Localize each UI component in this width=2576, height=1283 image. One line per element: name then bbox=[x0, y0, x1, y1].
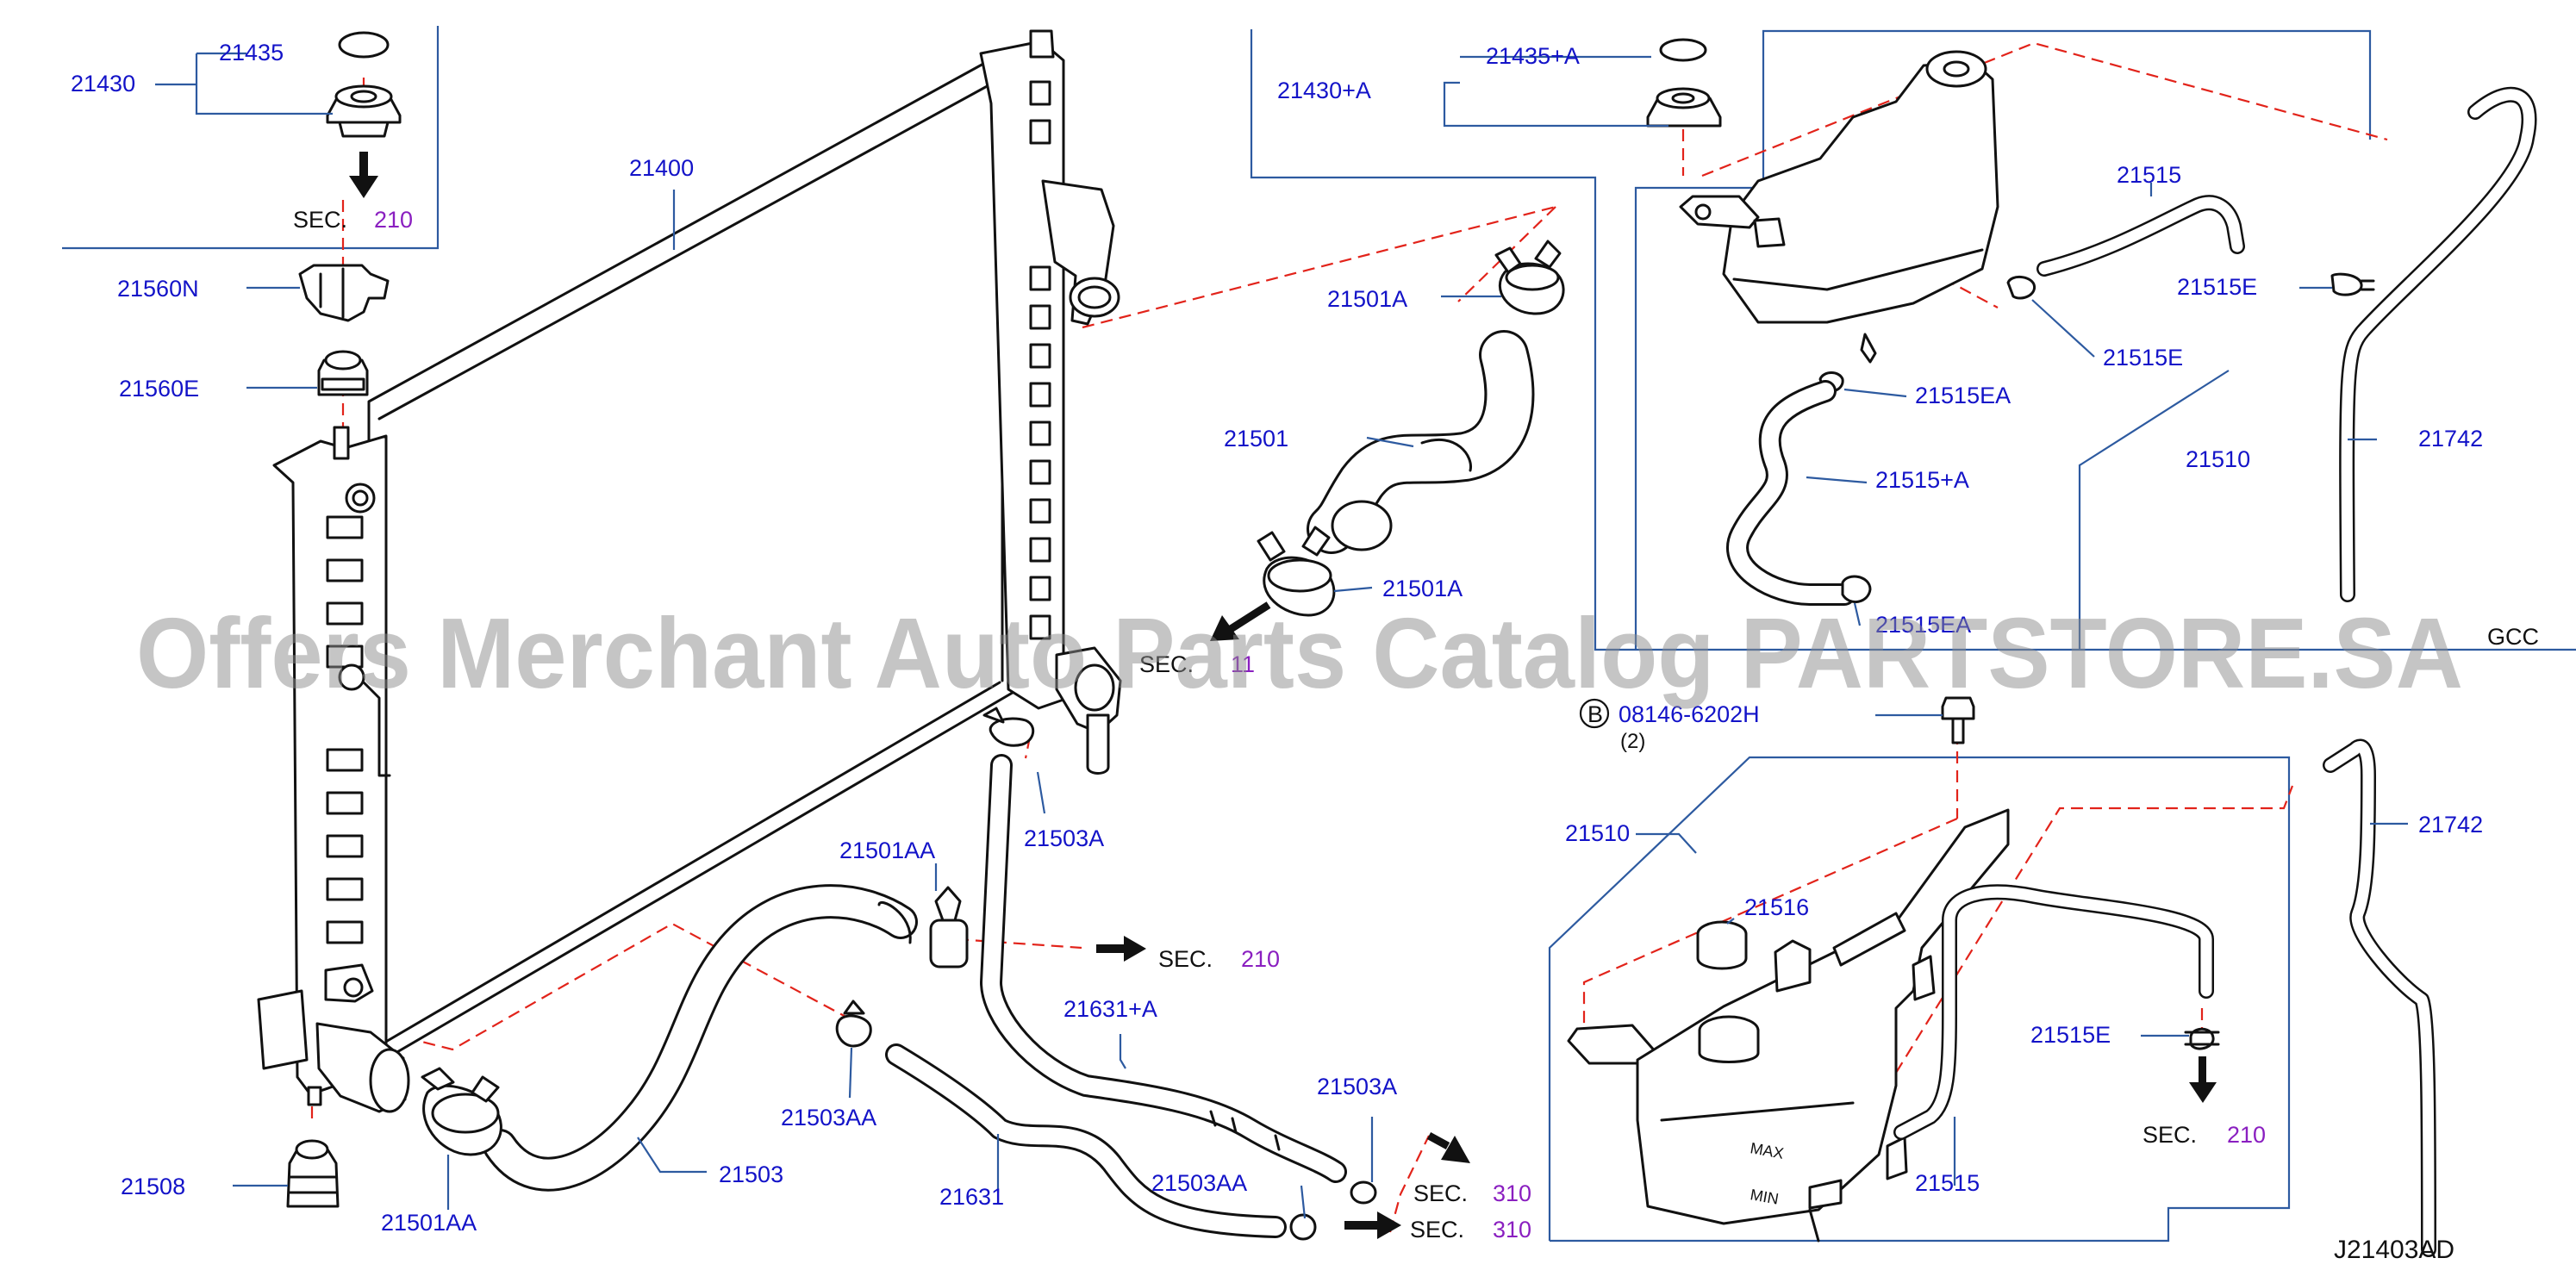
label-21435[interactable]: 21435 bbox=[219, 40, 284, 65]
bolt-marker-circle bbox=[1579, 698, 1610, 729]
hose-clamp-21503aa-bottom[interactable] bbox=[1289, 1213, 1317, 1241]
label-21510-bottom[interactable]: 21510 bbox=[1565, 820, 1630, 846]
sec-word-310-b: SEC. bbox=[1410, 1217, 1464, 1243]
watermark-text: Offers Merchant Auto Parts Catalog PARTS… bbox=[136, 597, 2463, 709]
hose-21515-top[interactable] bbox=[2036, 195, 2245, 277]
radiator[interactable] bbox=[257, 29, 1122, 1113]
hose-21631a[interactable] bbox=[980, 754, 1347, 1183]
sec-num-310-b[interactable]: 310 bbox=[1493, 1217, 1531, 1243]
hose-clamp-21501aa-lower[interactable] bbox=[421, 1067, 502, 1156]
upper-hose[interactable] bbox=[1307, 330, 1535, 554]
grommet-21508[interactable] bbox=[286, 1139, 340, 1208]
reservoir-tank-bottom[interactable] bbox=[1567, 808, 2010, 1243]
label-21400[interactable]: 21400 bbox=[629, 155, 694, 181]
hose-21515a[interactable] bbox=[1726, 380, 1856, 606]
label-21501a-top[interactable]: 21501A bbox=[1327, 286, 1407, 312]
label-21503aa-bottom[interactable]: 21503AA bbox=[1151, 1170, 1247, 1196]
label-21515a[interactable]: 21515+A bbox=[1875, 467, 1969, 493]
hose-clip-21515e-bottom[interactable] bbox=[2184, 1027, 2220, 1050]
label-21503aa-mid[interactable]: 21503AA bbox=[781, 1105, 876, 1130]
reservoir-cap-21516[interactable] bbox=[1696, 920, 1748, 970]
arrow-down-icon-bottom bbox=[2189, 1056, 2217, 1103]
label-21516[interactable]: 21516 bbox=[1744, 894, 1809, 920]
sec-num-210-a[interactable]: 210 bbox=[374, 207, 413, 233]
sec-word-210-b: SEC. bbox=[1158, 946, 1213, 972]
label-21430[interactable]: 21430 bbox=[71, 71, 135, 97]
label-gcc: GCC bbox=[2487, 624, 2539, 650]
hose-clamp-21503a-top[interactable] bbox=[982, 707, 1035, 747]
grommet-21560e[interactable] bbox=[317, 350, 369, 396]
leader-lines bbox=[155, 52, 2408, 1219]
hose-clamp-21503a-bottom[interactable] bbox=[1350, 1180, 1377, 1205]
label-21430a[interactable]: 21430+A bbox=[1277, 78, 1371, 103]
label-21742-bottom[interactable]: 21742 bbox=[2418, 812, 2483, 838]
hose-clamp-21501aa-upper[interactable] bbox=[929, 886, 969, 968]
label-21631a[interactable]: 21631+A bbox=[1063, 996, 1157, 1022]
label-21515-top[interactable]: 21515 bbox=[2117, 162, 2181, 188]
arrow-right-icon-310 bbox=[1344, 1211, 1401, 1239]
hose-21742-bottom[interactable] bbox=[2323, 738, 2436, 1257]
sec-word-210-a: SEC. bbox=[293, 207, 347, 233]
label-bolt-code[interactable]: 08146-6202H bbox=[1619, 701, 1760, 727]
arrow-right-down-icon-310 bbox=[1426, 1132, 1470, 1163]
label-21435a[interactable]: 21435+A bbox=[1486, 43, 1580, 69]
reservoir-tank-top[interactable] bbox=[1679, 50, 1999, 364]
label-21560n[interactable]: 21560N bbox=[117, 276, 199, 302]
sec-word-210-c: SEC. bbox=[2143, 1122, 2197, 1148]
label-21515e-bottom[interactable]: 21515E bbox=[2030, 1022, 2111, 1048]
hose-clip-21515ea-bottom[interactable] bbox=[1841, 575, 1872, 603]
label-21501aa-upper[interactable]: 21501AA bbox=[839, 838, 935, 863]
hose-21631[interactable] bbox=[885, 1043, 1287, 1238]
radiator-cap[interactable] bbox=[326, 31, 402, 138]
label-21501aa-lower[interactable]: 21501AA bbox=[381, 1210, 477, 1236]
part-labels: 21430 21435 SEC. 210 21560N 21560E 21400… bbox=[71, 40, 2539, 1264]
reservoir-cap-top[interactable] bbox=[1646, 38, 1722, 128]
sec-word-11: SEC. bbox=[1139, 651, 1194, 677]
label-21501[interactable]: 21501 bbox=[1224, 426, 1288, 452]
hose-clamp-21501a-bottom[interactable] bbox=[1257, 526, 1336, 617]
hose-clip-21515e-top[interactable] bbox=[2330, 272, 2375, 296]
label-21503[interactable]: 21503 bbox=[719, 1162, 783, 1187]
hose-clamp-21503aa-mid[interactable] bbox=[835, 1000, 872, 1048]
label-21515e-mid[interactable]: 21515E bbox=[2103, 345, 2183, 371]
sec-num-310-a[interactable]: 310 bbox=[1493, 1180, 1531, 1206]
arrow-right-icon-210 bbox=[1096, 936, 1146, 962]
hose-clip-21515e-mid[interactable] bbox=[2006, 276, 2036, 300]
label-21631[interactable]: 21631 bbox=[939, 1184, 1004, 1210]
bracket-clip-21560n[interactable] bbox=[298, 264, 390, 322]
radiator-left-slots bbox=[326, 515, 364, 944]
hose-21515-bottom[interactable] bbox=[1893, 884, 2214, 1140]
label-21515-bottom[interactable]: 21515 bbox=[1915, 1170, 1980, 1196]
bolt-marker-letter: B bbox=[1587, 701, 1603, 727]
label-21742-top[interactable]: 21742 bbox=[2418, 426, 2483, 452]
hose-clamp-21501a-top[interactable] bbox=[1494, 240, 1565, 315]
label-21503a-bottom[interactable]: 21503A bbox=[1317, 1074, 1397, 1099]
sec-num-210-c[interactable]: 210 bbox=[2227, 1122, 2266, 1148]
diagram-code: J21403AD bbox=[2334, 1236, 2454, 1264]
radiator-right-slots bbox=[1029, 80, 1051, 640]
label-21515ea-bottom[interactable]: 21515EA bbox=[1875, 612, 1971, 638]
sec-word-310-a: SEC. bbox=[1413, 1180, 1468, 1206]
arrow-down-icon bbox=[349, 152, 378, 198]
label-21515ea-top[interactable]: 21515EA bbox=[1915, 383, 2011, 408]
sec-num-210-b[interactable]: 210 bbox=[1241, 946, 1280, 972]
bolt-08146-6202h[interactable] bbox=[1941, 696, 1975, 744]
label-21510-top[interactable]: 21510 bbox=[2186, 446, 2250, 472]
lower-hose[interactable] bbox=[483, 884, 918, 1192]
label-bolt-qty: (2) bbox=[1620, 730, 1645, 753]
section-frames bbox=[62, 26, 2576, 1243]
label-21503a-top[interactable]: 21503A bbox=[1024, 825, 1104, 851]
label-21508[interactable]: 21508 bbox=[121, 1174, 185, 1199]
label-21560e[interactable]: 21560E bbox=[119, 376, 199, 402]
hose-21742-top[interactable] bbox=[2339, 86, 2537, 602]
arrow-left-down-icon bbox=[1210, 601, 1271, 641]
label-21515e-top[interactable]: 21515E bbox=[2177, 274, 2257, 300]
sec-num-11[interactable]: 11 bbox=[1231, 651, 1255, 677]
label-21501a-bottom[interactable]: 21501A bbox=[1382, 576, 1463, 601]
